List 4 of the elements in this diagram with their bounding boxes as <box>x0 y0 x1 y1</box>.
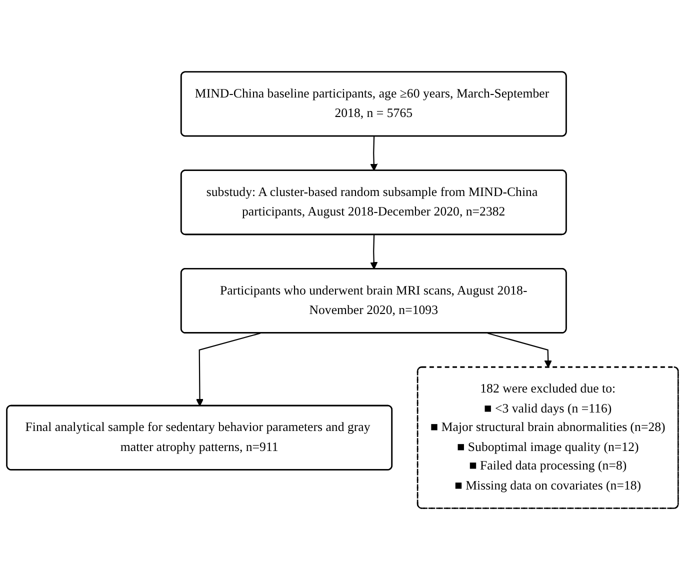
arrow <box>370 235 378 270</box>
arrow <box>370 136 378 172</box>
arrow <box>196 333 261 407</box>
arrow <box>488 333 552 368</box>
